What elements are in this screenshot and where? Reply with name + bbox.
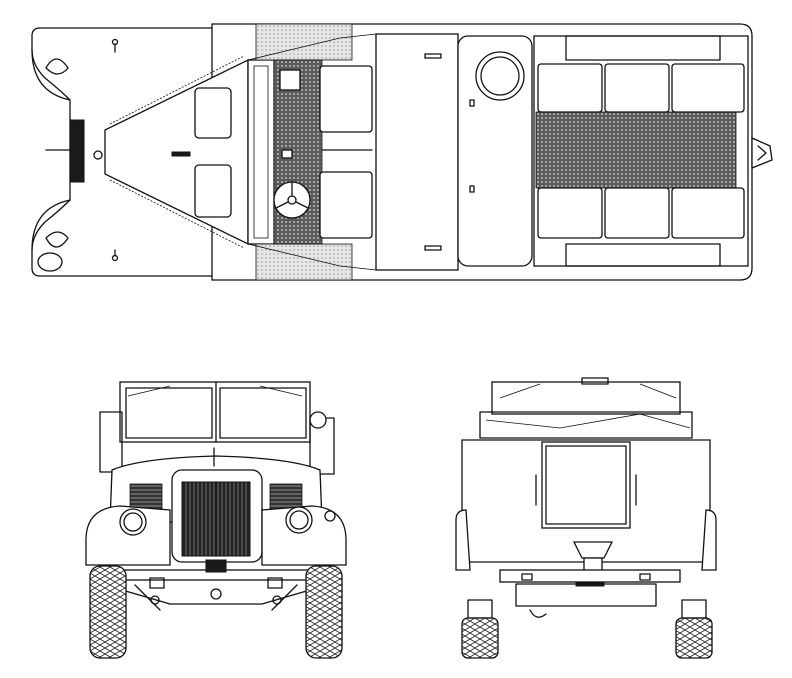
spare-wheel-top (475, 51, 525, 101)
gear-lever (281, 149, 293, 159)
bench-seat-top-1 (537, 63, 603, 113)
fender-lamp-bottom (37, 252, 63, 272)
cab-slot-top (424, 53, 442, 59)
hood-hatch-upper (194, 87, 232, 139)
top-view (31, 23, 773, 281)
bench-seat-top-2 (604, 63, 670, 113)
cab-side-left (99, 411, 123, 473)
spotlight (309, 411, 327, 429)
front-fender-left (85, 505, 171, 566)
headlight-top-right (45, 231, 69, 248)
hood-side-louver-top (109, 55, 245, 125)
front-view (85, 381, 347, 659)
bench-seat-bottom-3 (671, 187, 745, 239)
rear-fender-left (455, 509, 471, 571)
rear-bed-rail-bottom (565, 243, 721, 267)
hood-latch (171, 151, 191, 157)
rear-tow-hitch (751, 136, 773, 169)
pedal-box (279, 69, 301, 91)
rear-crossmember (499, 569, 681, 583)
rear-fender-right (701, 509, 717, 571)
front-seat-bottom (319, 171, 373, 239)
tarp-line-top (247, 33, 377, 61)
tow-shackle-left (149, 577, 165, 589)
rear-track-left (461, 617, 499, 659)
hood-hatch-lower (194, 164, 232, 218)
bench-seat-bottom-1 (537, 187, 603, 239)
front-hook (93, 150, 103, 160)
tarp-line-bottom (247, 243, 377, 271)
cab-slot-bottom (424, 245, 442, 251)
front-wheel-left (89, 565, 127, 659)
bench-seat-bottom-2 (604, 187, 670, 239)
windscreen-frame (119, 381, 311, 443)
cowl-frame (247, 59, 275, 245)
front-axle (121, 589, 311, 605)
rear-bed-mesh (535, 111, 737, 189)
rear-door (541, 441, 631, 529)
rear-bow-frame (491, 381, 681, 415)
tow-shackle-right (267, 577, 283, 589)
front-louvers (69, 119, 85, 183)
rear-view (455, 377, 717, 659)
front-fender-right (261, 505, 347, 566)
headlight-top-left (45, 58, 69, 75)
sidelight-right (324, 510, 336, 522)
cab-mid-body (375, 33, 459, 271)
rear-bed-rail-top (565, 35, 721, 61)
front-fender-upper (31, 49, 71, 101)
front-fender-lower (31, 199, 71, 251)
bench-seat-top-3 (671, 63, 745, 113)
front-seat-top (319, 65, 373, 133)
hood-side-louver-bottom (109, 179, 245, 249)
rear-hitch-funnel (572, 541, 614, 559)
license-plate-bracket (205, 559, 227, 573)
rear-track-right (675, 617, 713, 659)
front-wheel-right (305, 565, 343, 659)
